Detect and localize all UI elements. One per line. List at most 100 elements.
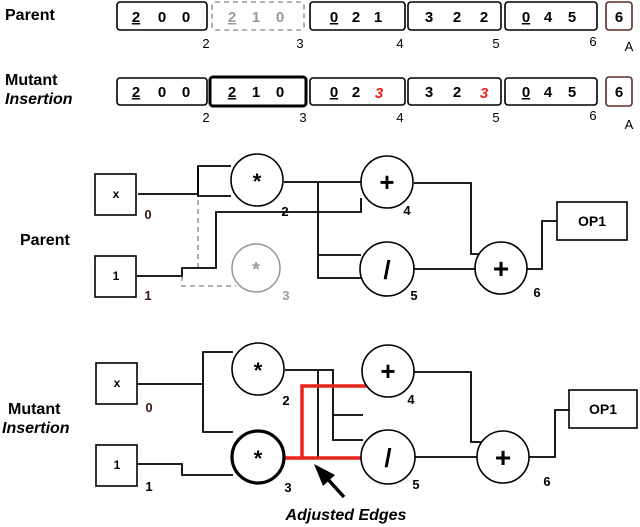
mutant-node-2-symbol: * xyxy=(254,358,263,383)
parent-edge-1-to-node4 xyxy=(137,198,362,277)
parent-gene-4-digit-2: 5 xyxy=(568,9,576,26)
mutant-node-6 xyxy=(476,430,530,484)
mutant-graph: x 0 1 1 * 2 * 3 + 4 / 5 + 6 OP1 Adjusted… xyxy=(95,342,638,524)
mutant-gene-2-digit-0: 0 xyxy=(330,84,338,101)
parent-genome: 2 0 0 2 1 0 0 2 1 3 2 2 0 4 5 6 2 3 4 5 … xyxy=(116,1,634,54)
mutant-node-5 xyxy=(360,429,416,485)
mutant-input-1-index: 1 xyxy=(145,479,152,494)
mutant-edge-node2-to-node5 xyxy=(285,369,363,416)
mutant-input-1-label: 1 xyxy=(114,458,121,472)
mutant-output-box xyxy=(568,389,638,429)
mutant-output-index: A xyxy=(625,117,634,132)
parent-edge-node2-to-node5-b xyxy=(317,255,361,279)
mutant-input-1-box xyxy=(95,444,138,487)
parent-node-4-symbol: + xyxy=(379,167,394,197)
parent-edge-node6-to-output xyxy=(527,220,557,270)
mutant-node-3-index: 3 xyxy=(284,480,291,495)
parent-gene-3-digit-1: 2 xyxy=(453,9,461,26)
mutant-edge-node2-to-node5-b xyxy=(332,415,363,441)
parent-output-gene-box xyxy=(605,1,633,31)
parent-gene-index-3: 3 xyxy=(296,36,303,51)
adjusted-edges-caption: Adjusted Edges xyxy=(285,507,407,524)
parent-edge-node2-to-node5-a xyxy=(317,182,361,256)
mutant-edge-1-to-node3 xyxy=(137,463,233,476)
parent-gene-index-4: 4 xyxy=(396,36,403,51)
mutant-gene-1-digit-2: 0 xyxy=(276,84,284,101)
genome-mutant-label: Mutant xyxy=(5,72,58,89)
mutant-output-label: OP1 xyxy=(589,401,617,417)
parent-node-4-index: 4 xyxy=(403,203,411,218)
mutant-gene-1-box-inserted xyxy=(208,75,308,108)
parent-node-2 xyxy=(230,153,284,207)
mutant-gene-4-digit-2: 5 xyxy=(568,84,576,101)
mutant-gene-2-digit-1: 2 xyxy=(352,84,360,101)
mutant-gene-index-4: 4 xyxy=(396,110,403,125)
mutant-node-4-index: 4 xyxy=(407,392,415,407)
parent-input-0-index: 0 xyxy=(144,207,151,222)
parent-gene-index-5: 5 xyxy=(492,36,499,51)
parent-gene-0-digit-0: 2 xyxy=(132,9,140,26)
mutant-edge-node6-to-output xyxy=(527,409,569,458)
parent-input-1-label: 1 xyxy=(113,269,120,283)
mutant-gene-3-digit-2-changed: 3 xyxy=(480,85,489,102)
parent-edge-node2-second-input xyxy=(197,166,231,197)
graph-insertion-label: Insertion xyxy=(2,420,70,437)
mutant-gene-3-box xyxy=(407,77,502,106)
mutant-gene-4-digit-1: 4 xyxy=(544,84,553,101)
parent-edge-node4-to-node6 xyxy=(414,182,485,255)
parent-gene-1-digit-0: 2 xyxy=(228,9,236,26)
mutant-output-gene: 6 xyxy=(615,84,623,101)
parent-node-2-symbol: * xyxy=(253,169,262,194)
parent-input-x-label: x xyxy=(113,187,120,201)
mutant-node-6-symbol: + xyxy=(495,442,511,473)
mutant-gene-0-box xyxy=(116,77,208,106)
genome-parent-label: Parent xyxy=(5,7,55,24)
parent-node-6-symbol: + xyxy=(493,253,509,284)
parent-output-index: A xyxy=(625,39,634,54)
parent-output-box xyxy=(556,201,628,241)
mutant-edge-x-to-node2 xyxy=(137,351,233,385)
parent-graph: x 0 1 1 * 2 * 3 + 4 / 5 + 6 OP1 xyxy=(94,153,628,303)
parent-gene-3-digit-0: 3 xyxy=(425,9,433,26)
mutant-gene-1-digit-1: 1 xyxy=(252,84,260,101)
mutant-gene-1-digit-0: 2 xyxy=(228,84,236,101)
parent-node-6 xyxy=(474,241,528,295)
mutant-gene-2-digit-2-changed: 3 xyxy=(375,85,384,102)
mutant-genome: 2 0 0 2 1 0 0 2 3 3 2 3 0 4 5 6 2 3 4 5 … xyxy=(116,75,634,132)
mutant-gene-index-6: 6 xyxy=(589,108,596,123)
parent-gene-4-box xyxy=(504,1,598,31)
genome-insertion-label: Insertion xyxy=(5,91,73,108)
parent-gene-3-digit-2: 2 xyxy=(480,9,488,26)
mutant-node-4 xyxy=(361,344,415,398)
parent-node-6-index: 6 xyxy=(533,285,540,300)
parent-gene-0-box xyxy=(116,1,208,31)
parent-node-3-index: 3 xyxy=(282,288,289,303)
mutant-gene-index-2: 2 xyxy=(202,110,209,125)
mutant-node-5-index: 5 xyxy=(412,477,419,492)
parent-gene-1-digit-2: 0 xyxy=(276,9,284,26)
parent-output-label: OP1 xyxy=(578,213,606,229)
mutant-gene-2-box xyxy=(309,77,406,106)
adjusted-edges-arrow-head xyxy=(314,464,335,486)
mutant-gene-3-digit-0: 3 xyxy=(425,84,433,101)
mutant-node-4-symbol: + xyxy=(380,356,395,386)
parent-gene-index-6: 6 xyxy=(589,34,596,49)
mutant-node-3-symbol: * xyxy=(254,446,263,471)
graph-mutant-label: Mutant xyxy=(8,401,61,418)
graph-parent-label: Parent xyxy=(20,232,70,249)
parent-input-1-box xyxy=(94,255,137,298)
parent-output-gene: 6 xyxy=(615,9,623,26)
parent-gene-2-digit-1: 2 xyxy=(352,9,360,26)
mutant-gene-0-digit-1: 0 xyxy=(158,84,166,101)
parent-input-1-index: 1 xyxy=(144,288,151,303)
parent-gene-2-box xyxy=(309,1,406,31)
mutant-node-3-inserted xyxy=(230,429,286,485)
parent-edge-x-to-node2 xyxy=(138,165,231,195)
mutant-gene-4-box xyxy=(504,77,598,106)
parent-gene-index-2: 2 xyxy=(202,36,209,51)
parent-node-5-symbol: / xyxy=(383,255,390,285)
mutant-adjusted-edge-node3-to-node4 xyxy=(285,384,368,460)
parent-node-5-index: 5 xyxy=(410,288,417,303)
parent-gene-1-digit-1: 1 xyxy=(252,9,260,26)
